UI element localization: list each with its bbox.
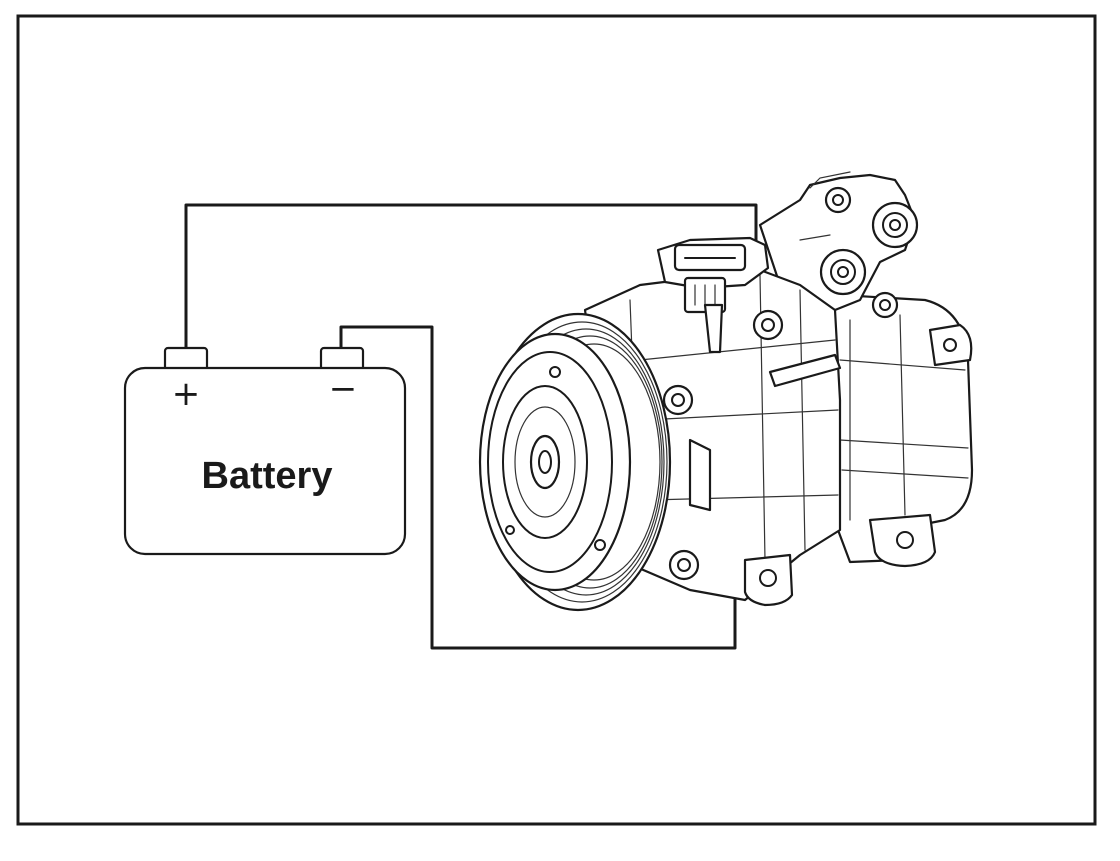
battery-icon: + − Battery [123,346,407,556]
battery-label: Battery [202,455,333,497]
negative-terminal-post [319,346,365,372]
negative-wire [339,325,737,650]
positive-terminal-sign: + [172,374,201,414]
negative-terminal-sign: − [329,369,358,409]
positive-terminal-post [163,346,209,372]
clutch-pulley [478,312,672,612]
compressor-icon [478,171,974,612]
battery-case [123,366,407,556]
positive-wire [184,203,758,352]
